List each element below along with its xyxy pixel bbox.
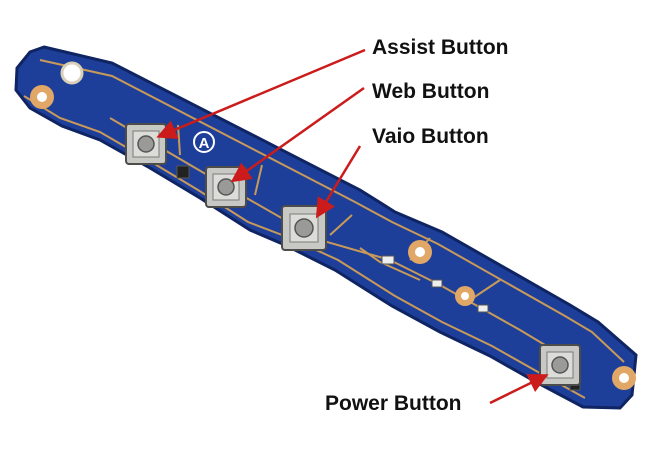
pointer-arrows bbox=[156, 48, 549, 405]
arrow-power bbox=[489, 374, 549, 405]
label-web-button: Web Button bbox=[372, 80, 490, 103]
switch-power bbox=[539, 344, 581, 386]
arrow-vaio bbox=[315, 145, 362, 219]
label-power-button: Power Button bbox=[325, 392, 462, 415]
switch-vaio bbox=[281, 205, 327, 251]
arrow-assist bbox=[156, 48, 366, 140]
switch-assist bbox=[125, 123, 167, 165]
mounting-holes bbox=[30, 61, 636, 390]
switch-web bbox=[205, 166, 247, 208]
svg-text:A: A bbox=[199, 135, 210, 152]
silkscreen-marking: A bbox=[193, 131, 215, 153]
label-assist-button: Assist Button bbox=[372, 36, 509, 59]
arrow-web bbox=[230, 86, 365, 183]
label-vaio-button: Vaio Button bbox=[372, 125, 489, 148]
